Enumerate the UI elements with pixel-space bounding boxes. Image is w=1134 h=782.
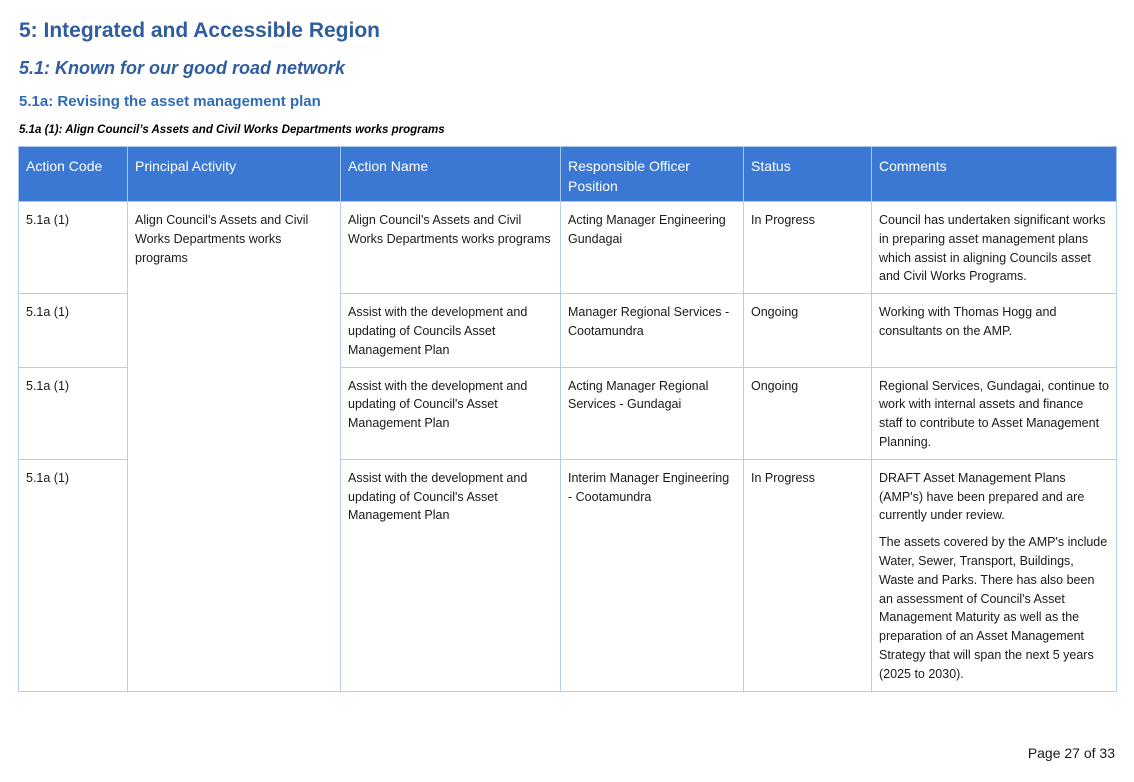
cell-action-code: 5.1a (1) — [18, 200, 128, 295]
header-action-name: Action Name — [340, 146, 561, 202]
cell-action-name: Assist with the development and updating… — [340, 458, 561, 692]
comment-text-continued: The assets covered by the AMP's include … — [879, 535, 1108, 681]
cell-responsible-officer: Interim Manager Engineering - Cootamundr… — [560, 458, 744, 692]
cell-status: In Progress — [743, 458, 872, 692]
cell-responsible-officer: Acting Manager Regional Services - Gunda… — [560, 366, 744, 460]
action-group-heading: 5.1a (1): Align Council’s Assets and Civ… — [19, 124, 445, 136]
actions-table: Action Code Principal Activity Action Na… — [18, 146, 1117, 692]
cell-comments: Regional Services, Gundagai, continue to… — [871, 366, 1117, 460]
cell-comments: Council has undertaken significant works… — [871, 200, 1117, 295]
cell-comments: Working with Thomas Hogg and consultants… — [871, 293, 1117, 368]
header-comments: Comments — [871, 146, 1117, 202]
cell-comments: DRAFT Asset Management Plans (AMP's) hav… — [871, 458, 1117, 692]
cell-action-name: Align Council's Assets and Civil Works D… — [340, 200, 561, 295]
cell-status: Ongoing — [743, 293, 872, 368]
comment-text: Council has undertaken significant works… — [879, 213, 1106, 284]
cell-action-code: 5.1a (1) — [18, 293, 128, 368]
header-status: Status — [743, 146, 872, 202]
header-action-code: Action Code — [18, 146, 128, 202]
cell-responsible-officer: Manager Regional Services - Cootamundra — [560, 293, 744, 368]
cell-principal-activity: Align Council's Assets and Civil Works D… — [127, 201, 341, 692]
header-principal-activity: Principal Activity — [127, 146, 341, 202]
subsection-heading: 5.1: Known for our good road network — [19, 58, 345, 78]
comment-text: Regional Services, Gundagai, continue to… — [879, 378, 1110, 449]
cell-responsible-officer: Acting Manager Engineering Gundagai — [560, 200, 744, 295]
cell-action-code: 5.1a (1) — [18, 366, 128, 460]
cell-action-code: 5.1a (1) — [18, 458, 128, 692]
header-responsible-officer: Responsible Officer Position — [560, 146, 744, 202]
section-heading: 5: Integrated and Accessible Region — [19, 19, 380, 42]
table-header-row: Action Code Principal Activity Action Na… — [18, 146, 1117, 202]
cell-action-name: Assist with the development and updating… — [340, 293, 561, 368]
table-row: 5.1a (1) Assist with the development and… — [18, 366, 1117, 460]
comment-text: Working with Thomas Hogg and consultants… — [879, 305, 1057, 338]
table-row: 5.1a (1) Assist with the development and… — [18, 458, 1117, 692]
cell-action-name: Assist with the development and updating… — [340, 366, 561, 460]
page-number: Page 27 of 33 — [1027, 745, 1115, 761]
table-row: 5.1a (1) Assist with the development and… — [18, 293, 1117, 368]
cell-status: Ongoing — [743, 366, 872, 460]
strategy-heading: 5.1a: Revising the asset management plan — [19, 93, 321, 110]
comment-text: DRAFT Asset Management Plans (AMP's) hav… — [879, 470, 1085, 523]
table-row: 5.1a (1) Align Council's Assets and Civi… — [18, 200, 1117, 692]
cell-status: In Progress — [743, 200, 872, 295]
